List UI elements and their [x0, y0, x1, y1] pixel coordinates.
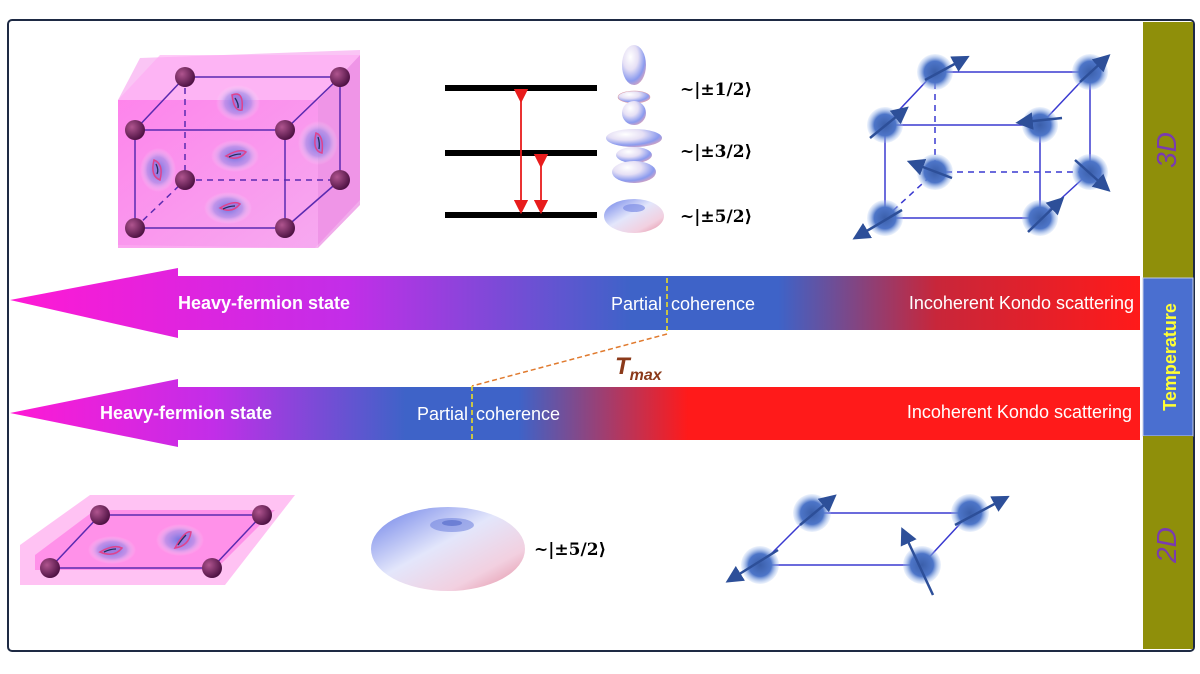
orbital-icon: [606, 129, 662, 183]
crystal-lattice-2d-icon: [20, 495, 295, 585]
orbital-icon: [371, 507, 525, 591]
arrow-2d-temperature: Heavy-fermion state Partial coherence In…: [10, 379, 1140, 447]
arrow2d-left-label: Heavy-fermion state: [100, 403, 272, 423]
orbital-icon: [617, 45, 651, 125]
label-temperature: Temperature: [1160, 303, 1180, 411]
orbital-icon: [604, 199, 664, 233]
arrow2d-coherence-label: coherence: [476, 404, 560, 424]
orbital2d-label: ~|±5/2⟩: [534, 540, 606, 560]
arrow3d-coherence-label: coherence: [671, 294, 755, 314]
tmax-label: Tmax: [615, 353, 663, 384]
level-label-3: ~|±5/2⟩: [680, 207, 752, 227]
label-2d: 2D: [1151, 527, 1182, 564]
spin-lattice-3d-icon: [852, 54, 1111, 240]
level-label-1: ~|±1/2⟩: [680, 80, 752, 100]
arrow3d-partial-label: Partial: [611, 294, 662, 314]
spin-lattice-2d-icon: [725, 494, 1010, 596]
arrow2d-right-label: Incoherent Kondo scattering: [907, 402, 1132, 422]
tmax-connector: [471, 333, 668, 387]
level-label-2: ~|±3/2⟩: [680, 142, 752, 162]
side-2d-bar: [1143, 436, 1193, 649]
crystal-lattice-3d-icon: [118, 50, 360, 248]
side-temperature-bar: [1142, 277, 1194, 437]
arrow3d-right-label: Incoherent Kondo scattering: [909, 293, 1134, 313]
arrow-3d-temperature: Heavy-fermion state Partial coherence In…: [10, 268, 1140, 338]
energy-level-diagram: ~|±1/2⟩ ~|±3/2⟩ ~|±5/2⟩: [445, 45, 752, 233]
arrow2d-partial-label: Partial: [417, 404, 468, 424]
side-3d-bar: [1143, 22, 1193, 278]
outer-frame: [7, 19, 1195, 652]
label-3d: 3D: [1151, 132, 1182, 168]
arrow3d-left-label: Heavy-fermion state: [178, 293, 350, 313]
